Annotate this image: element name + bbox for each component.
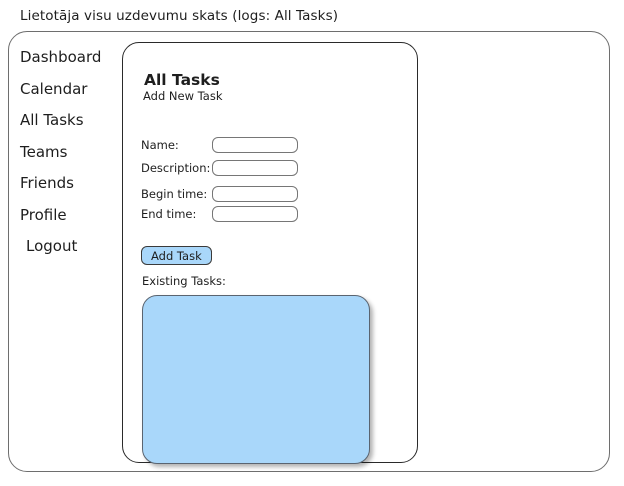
name-input[interactable] [212,137,298,153]
form-row-end-time: End time: [141,206,401,222]
sidebar-item-teams[interactable]: Teams [20,142,68,161]
description-input[interactable] [212,160,298,176]
name-label: Name: [141,138,179,152]
description-label: Description: [141,161,211,175]
sidebar-item-all-tasks[interactable]: All Tasks [20,111,84,129]
sidebar-item-dashboard[interactable]: Dashboard [20,48,102,66]
begin-time-label: Begin time: [141,187,208,201]
add-new-task-heading: Add New Task [143,89,223,103]
form-row-begin-time: Begin time: [141,186,401,202]
existing-tasks-label: Existing Tasks: [142,274,226,288]
sidebar-item-calendar[interactable]: Calendar [20,79,88,98]
window-title: Lietotāja visu uzdevumu skats (logs: All… [20,8,339,24]
add-task-form: Name: Description: Begin time: End time: [141,137,401,229]
end-time-input[interactable] [212,206,298,222]
content-panel: All Tasks Add New Task Name: Description… [122,42,418,464]
app-frame: Dashboard Calendar All Tasks Teams Frien… [8,31,610,472]
page-title: All Tasks [144,71,220,90]
sidebar-item-friends[interactable]: Friends [20,174,74,192]
sidebar-item-profile[interactable]: Profile [20,205,67,224]
task-list-panel[interactable] [142,295,370,464]
form-row-description: Description: [141,160,401,176]
end-time-label: End time: [141,207,197,221]
form-row-name: Name: [141,137,401,153]
sidebar: Dashboard Calendar All Tasks Teams Frien… [17,48,121,269]
add-task-button[interactable]: Add Task [141,246,212,265]
begin-time-input[interactable] [212,186,298,202]
sidebar-item-logout[interactable]: Logout [26,237,78,255]
